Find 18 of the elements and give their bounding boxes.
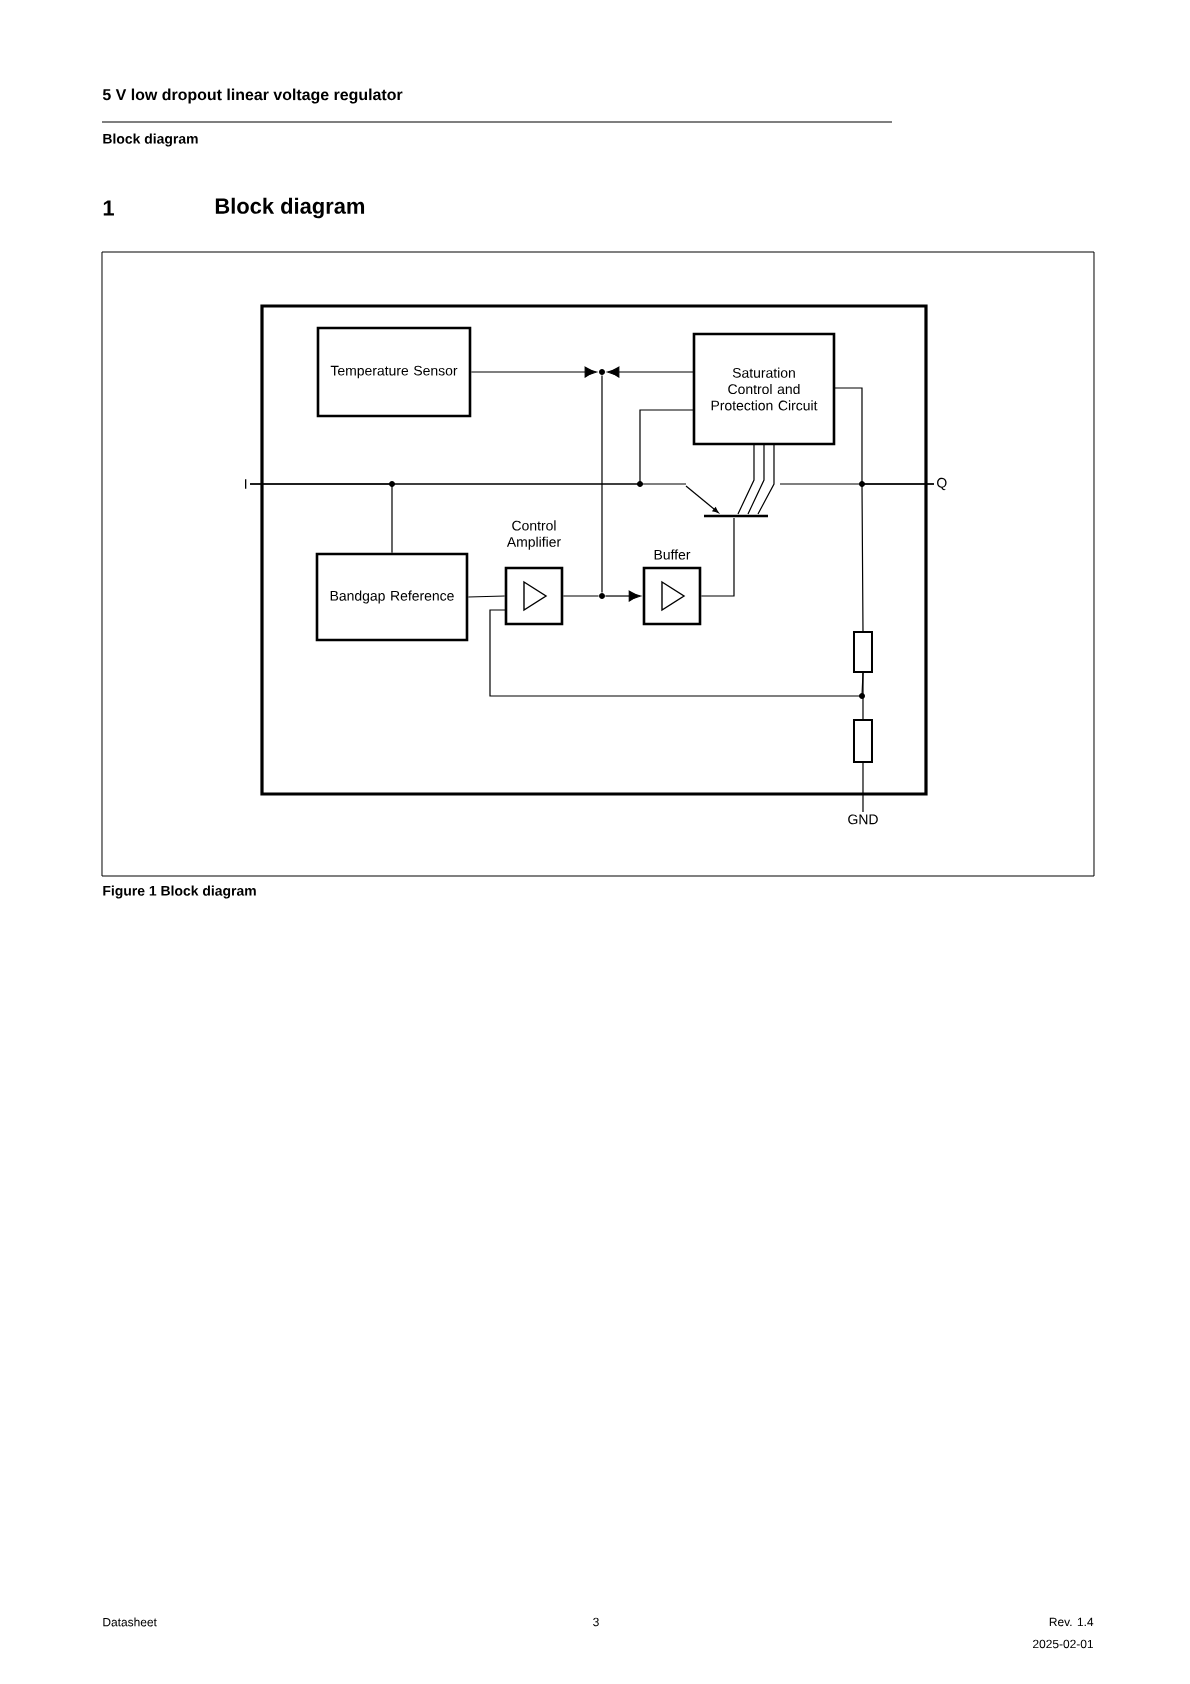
connector [489, 609, 864, 697]
section-heading: Block diagram [215, 197, 365, 219]
connector [470, 366, 597, 378]
connector [700, 517, 735, 597]
resistor-symbol [853, 631, 873, 673]
connector [601, 374, 603, 594]
resistor-symbol [853, 719, 873, 763]
connector [862, 762, 864, 813]
connector [607, 366, 695, 378]
connector [604, 590, 642, 602]
connector [249, 483, 393, 554]
connector [747, 443, 765, 515]
connector [467, 595, 506, 598]
connector [862, 672, 864, 720]
connector [562, 595, 600, 597]
connector [861, 483, 935, 632]
transistor-symbol [685, 443, 775, 518]
section-number: 1 [103, 200, 114, 216]
